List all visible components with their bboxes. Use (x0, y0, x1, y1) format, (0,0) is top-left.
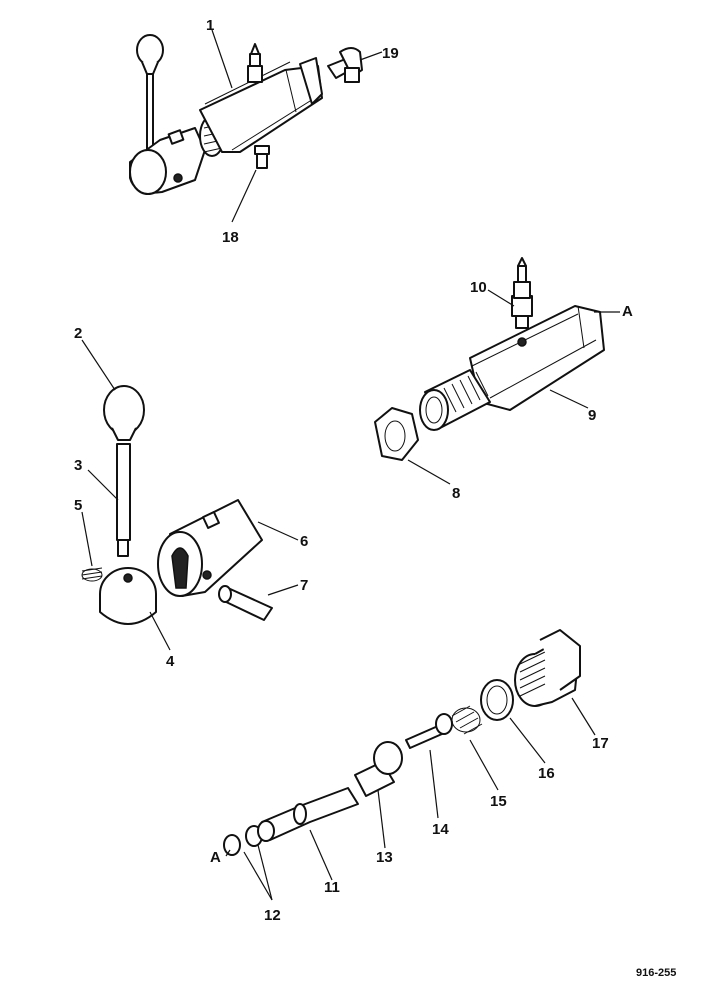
callout-a-top: A (622, 303, 633, 320)
callout-a-bottom: A (210, 849, 221, 866)
callout-17: 17 (592, 735, 609, 752)
callout-9: 9 (588, 407, 596, 424)
hex-body-group (374, 257, 605, 461)
callout-8: 8 (452, 485, 460, 502)
callout-7: 7 (300, 577, 308, 594)
callout-11: 11 (324, 879, 340, 896)
leader-lines (81, 29, 620, 901)
callout-12: 12 (264, 907, 281, 924)
callout-16: 16 (538, 765, 555, 782)
lever-parts-group (81, 385, 273, 625)
callout-14: 14 (432, 821, 449, 838)
callout-5: 5 (74, 497, 82, 514)
callout-2: 2 (74, 325, 82, 342)
figure-reference: 916-255 (636, 967, 676, 979)
callout-19: 19 (382, 45, 399, 62)
assembly-drawing (129, 34, 363, 195)
callout-3: 3 (74, 457, 82, 474)
callout-10: 10 (470, 279, 487, 296)
spool-parts-group (223, 629, 581, 856)
callout-15: 15 (490, 793, 507, 810)
callout-4: 4 (166, 653, 175, 670)
callout-6: 6 (300, 533, 308, 550)
callout-18: 18 (222, 229, 239, 246)
callout-13: 13 (376, 849, 393, 866)
callout-1: 1 (206, 17, 214, 34)
